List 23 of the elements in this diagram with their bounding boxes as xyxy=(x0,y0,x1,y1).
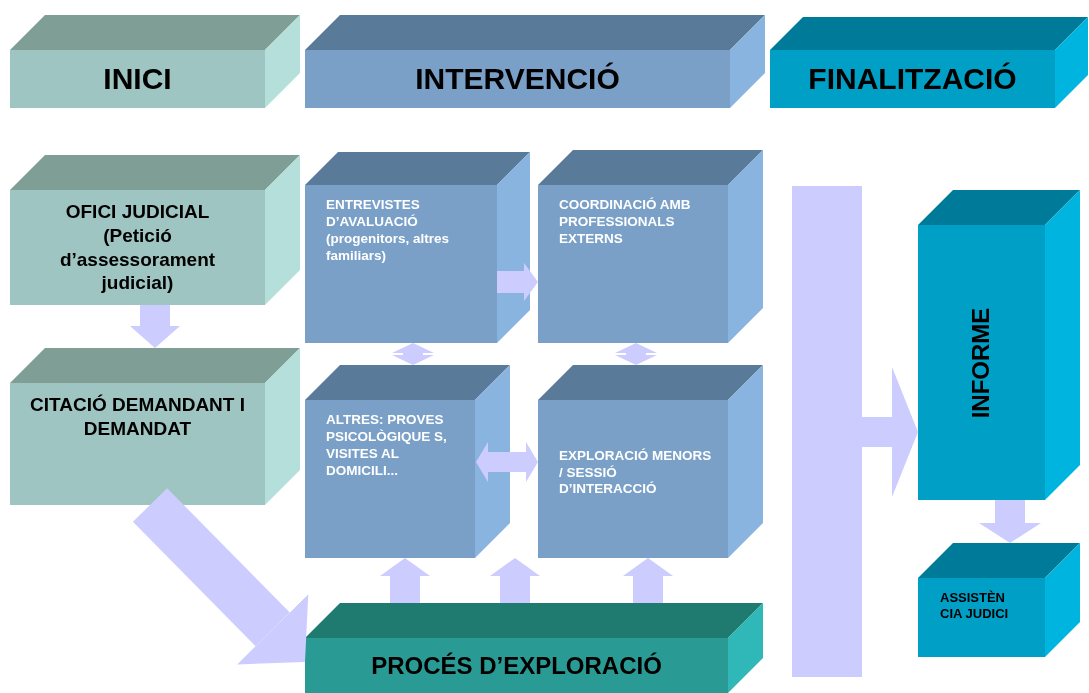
block-arrow xyxy=(979,500,1041,543)
block-arrow xyxy=(392,343,434,365)
block-arrow xyxy=(132,488,309,665)
block-arrow xyxy=(476,442,538,482)
block-label: CITACIÓ DEMANDANT I DEMANDAT xyxy=(30,393,245,441)
stage-title: FINALITZACIÓ xyxy=(808,61,1017,98)
block-arrow xyxy=(490,558,540,603)
block-arrow xyxy=(623,558,673,603)
block-label: ALTRES: PROVES PSICOLÒGIQUE S, VISITES AL DOMICILI... xyxy=(326,412,448,480)
block-arrow xyxy=(862,367,918,497)
block-arrow xyxy=(497,263,538,301)
block-label: OFICI JUDICIAL (Petició d’assessorament judicial) xyxy=(58,200,217,295)
block-label: PROCÉS D’EXPLORACIÓ xyxy=(371,650,662,681)
block-arrow xyxy=(130,305,180,348)
block-label: INFORME xyxy=(966,307,996,418)
block-label: ASSISTÈN CIA JUDICI xyxy=(940,590,1010,623)
block-label: COORDINACIÓ AMB PROFESSIONALS EXTERNS xyxy=(559,197,692,248)
block-label: EXPLORACIÓ MENORS / SESSIÓ D’INTERACCIÓ xyxy=(559,447,713,499)
stage-title: INTERVENCIÓ xyxy=(415,61,620,98)
stage-title: INICI xyxy=(103,61,172,98)
block-label: ENTREVISTES D’AVALUACIÓ (progenitors, altres familiars) xyxy=(326,197,451,265)
block-arrow xyxy=(380,558,430,603)
block-arrow xyxy=(615,343,657,365)
